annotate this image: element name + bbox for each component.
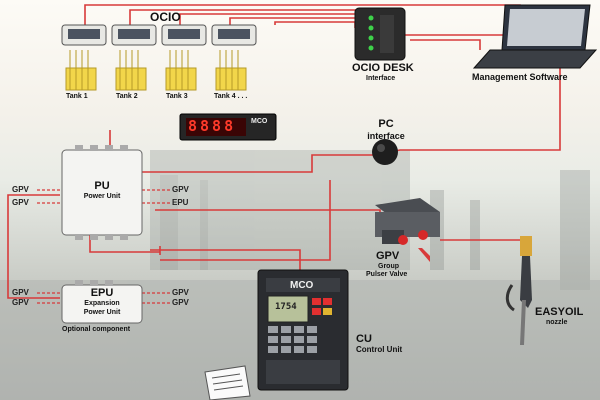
gpv-valve-device [375, 198, 440, 262]
gpv-subtitle-1: Group [378, 263, 399, 270]
laptop-icon [472, 4, 598, 69]
pu-box [61, 145, 143, 240]
ocio-desk-device [354, 7, 406, 61]
tank-4-bars [215, 50, 247, 91]
management-software-label: Management Software [472, 72, 568, 82]
cu-brand: MCO [290, 280, 314, 291]
ocio-unit-3 [161, 24, 207, 46]
cu-subtitle: Control Unit [356, 345, 403, 354]
tank-label-2: Tank 2 [116, 93, 138, 100]
ocio-units [61, 24, 257, 46]
epu-box [61, 280, 143, 324]
gpv-title: GPV [376, 250, 400, 262]
pc-interface-title: PC [378, 118, 394, 130]
tank-label-1: Tank 1 [66, 93, 88, 100]
pc-interface-subtitle: interface [367, 131, 405, 141]
ocio-label: OCIO [150, 10, 181, 24]
receipt-icon [204, 365, 251, 400]
display-digits: 8888 [188, 117, 237, 135]
ocio-unit-4 [211, 24, 257, 46]
tank-label-3: Tank 3 [166, 93, 188, 100]
gpv-subtitle-2: Pulser Valve [366, 271, 408, 278]
easyoil-nozzle-device [505, 236, 532, 345]
easyoil-title: EASYOIL [535, 306, 584, 318]
pc-interface-device [372, 139, 398, 165]
cu-device [257, 269, 349, 391]
epu-left-port-1: GPV [12, 288, 29, 297]
digit-display-device [179, 113, 277, 141]
cu-title: CU [356, 333, 372, 345]
pu-subtitle: Power Unit [83, 193, 121, 200]
epu-title: EPU [90, 287, 114, 299]
ocio-desk-title: OCIO DESK [352, 62, 414, 74]
tank-2-bars [115, 50, 147, 91]
pu-right-port-1: GPV [172, 185, 189, 194]
pu-left-port-2: GPV [12, 198, 29, 207]
epu-subtitle-2: Power Unit [83, 309, 121, 316]
cu-screen-readout: 1754 [275, 302, 297, 312]
epu-optional-note: Optional component [62, 326, 131, 333]
epu-right-port-1: GPV [172, 288, 189, 297]
pu-right-port-2: EPU [172, 198, 189, 207]
tank-3-bars [165, 50, 197, 91]
ocio-unit-1 [61, 24, 107, 46]
easyoil-subtitle: nozzle [546, 319, 568, 326]
ocio-unit-2 [111, 24, 157, 46]
pu-left-port-1: GPV [12, 185, 29, 194]
ocio-desk-subtitle: Interface [366, 75, 396, 82]
epu-left-port-2: GPV [12, 298, 29, 307]
tank-label-4: Tank 4 . . . [214, 93, 248, 100]
tanks [65, 50, 247, 91]
epu-right-port-2: GPV [172, 298, 189, 307]
pu-title: PU [94, 180, 110, 192]
red-dashed-ports [37, 189, 170, 304]
epu-subtitle-1: Expansion [84, 300, 120, 307]
display-brand: MCO [251, 118, 268, 125]
tank-1-bars [65, 50, 97, 91]
